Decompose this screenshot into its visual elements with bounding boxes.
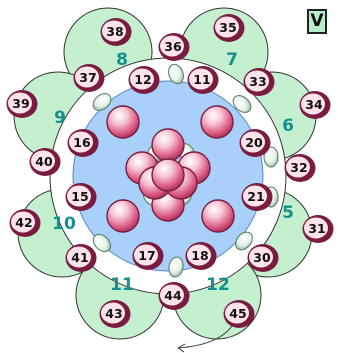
bead-35: 35 xyxy=(214,14,245,42)
bead-number: 31 xyxy=(308,221,325,236)
center-bead xyxy=(152,129,184,161)
bead-number: 30 xyxy=(253,250,271,265)
section-number: 7 xyxy=(226,50,238,70)
bead-18: 18 xyxy=(186,242,217,270)
bead-number: 41 xyxy=(71,250,88,265)
bead-39: 39 xyxy=(7,90,38,118)
bead-41: 41 xyxy=(66,244,97,272)
bead-number: 39 xyxy=(12,96,29,111)
bead-number: 18 xyxy=(191,248,208,263)
bead-37: 37 xyxy=(74,64,105,92)
bead-21: 21 xyxy=(242,183,273,211)
bead-44: 44 xyxy=(159,282,190,310)
bead-number: 15 xyxy=(71,189,88,204)
section-number: 11 xyxy=(110,275,134,295)
bead-number: 37 xyxy=(79,70,96,85)
section-number: 6 xyxy=(282,116,294,136)
bead-32: 32 xyxy=(285,154,316,182)
bead-number: 38 xyxy=(106,24,123,39)
center-bead xyxy=(202,200,234,232)
bead-34: 34 xyxy=(300,91,331,119)
bead-number: 20 xyxy=(245,135,263,150)
bead-number: 40 xyxy=(35,154,53,169)
bead-number: 33 xyxy=(249,74,266,89)
bead-number: 21 xyxy=(247,189,264,204)
bead-40: 40 xyxy=(30,148,61,176)
center-bead xyxy=(152,159,184,191)
section-number: 8 xyxy=(116,50,128,70)
bead-31: 31 xyxy=(303,215,334,243)
bead-36: 36 xyxy=(159,33,190,61)
bead-15: 15 xyxy=(66,183,97,211)
bead-33: 33 xyxy=(244,68,275,96)
bead-43: 43 xyxy=(100,300,131,328)
bead-number: 34 xyxy=(305,97,323,112)
bead-number: 45 xyxy=(229,306,246,321)
bead-11: 11 xyxy=(188,66,219,94)
bead-12: 12 xyxy=(129,66,160,94)
bead-45: 45 xyxy=(224,300,255,328)
bead-number: 17 xyxy=(138,248,155,263)
bead-number: 35 xyxy=(219,20,236,35)
bead-number: 42 xyxy=(15,215,32,230)
bead-number: 32 xyxy=(290,160,307,175)
bead-38: 38 xyxy=(101,18,132,46)
bead-20: 20 xyxy=(240,129,271,157)
panel-label: V xyxy=(307,9,327,34)
bead-number: 36 xyxy=(164,39,182,54)
bead-30: 30 xyxy=(248,244,279,272)
bead-number: 44 xyxy=(164,288,182,303)
bead-16: 16 xyxy=(68,129,99,157)
bead-number: 16 xyxy=(73,135,91,150)
bead-42: 42 xyxy=(10,209,41,237)
section-number: 12 xyxy=(206,275,230,295)
bead-number: 11 xyxy=(193,72,210,87)
bead-17: 17 xyxy=(133,242,164,270)
section-number: 5 xyxy=(282,203,294,223)
center-bead xyxy=(107,200,139,232)
bead-number: 43 xyxy=(105,306,122,321)
section-number: 10 xyxy=(52,214,76,234)
section-number: 9 xyxy=(54,108,66,128)
bead-number: 12 xyxy=(134,72,151,87)
center-bead xyxy=(201,106,233,138)
center-bead xyxy=(107,106,139,138)
